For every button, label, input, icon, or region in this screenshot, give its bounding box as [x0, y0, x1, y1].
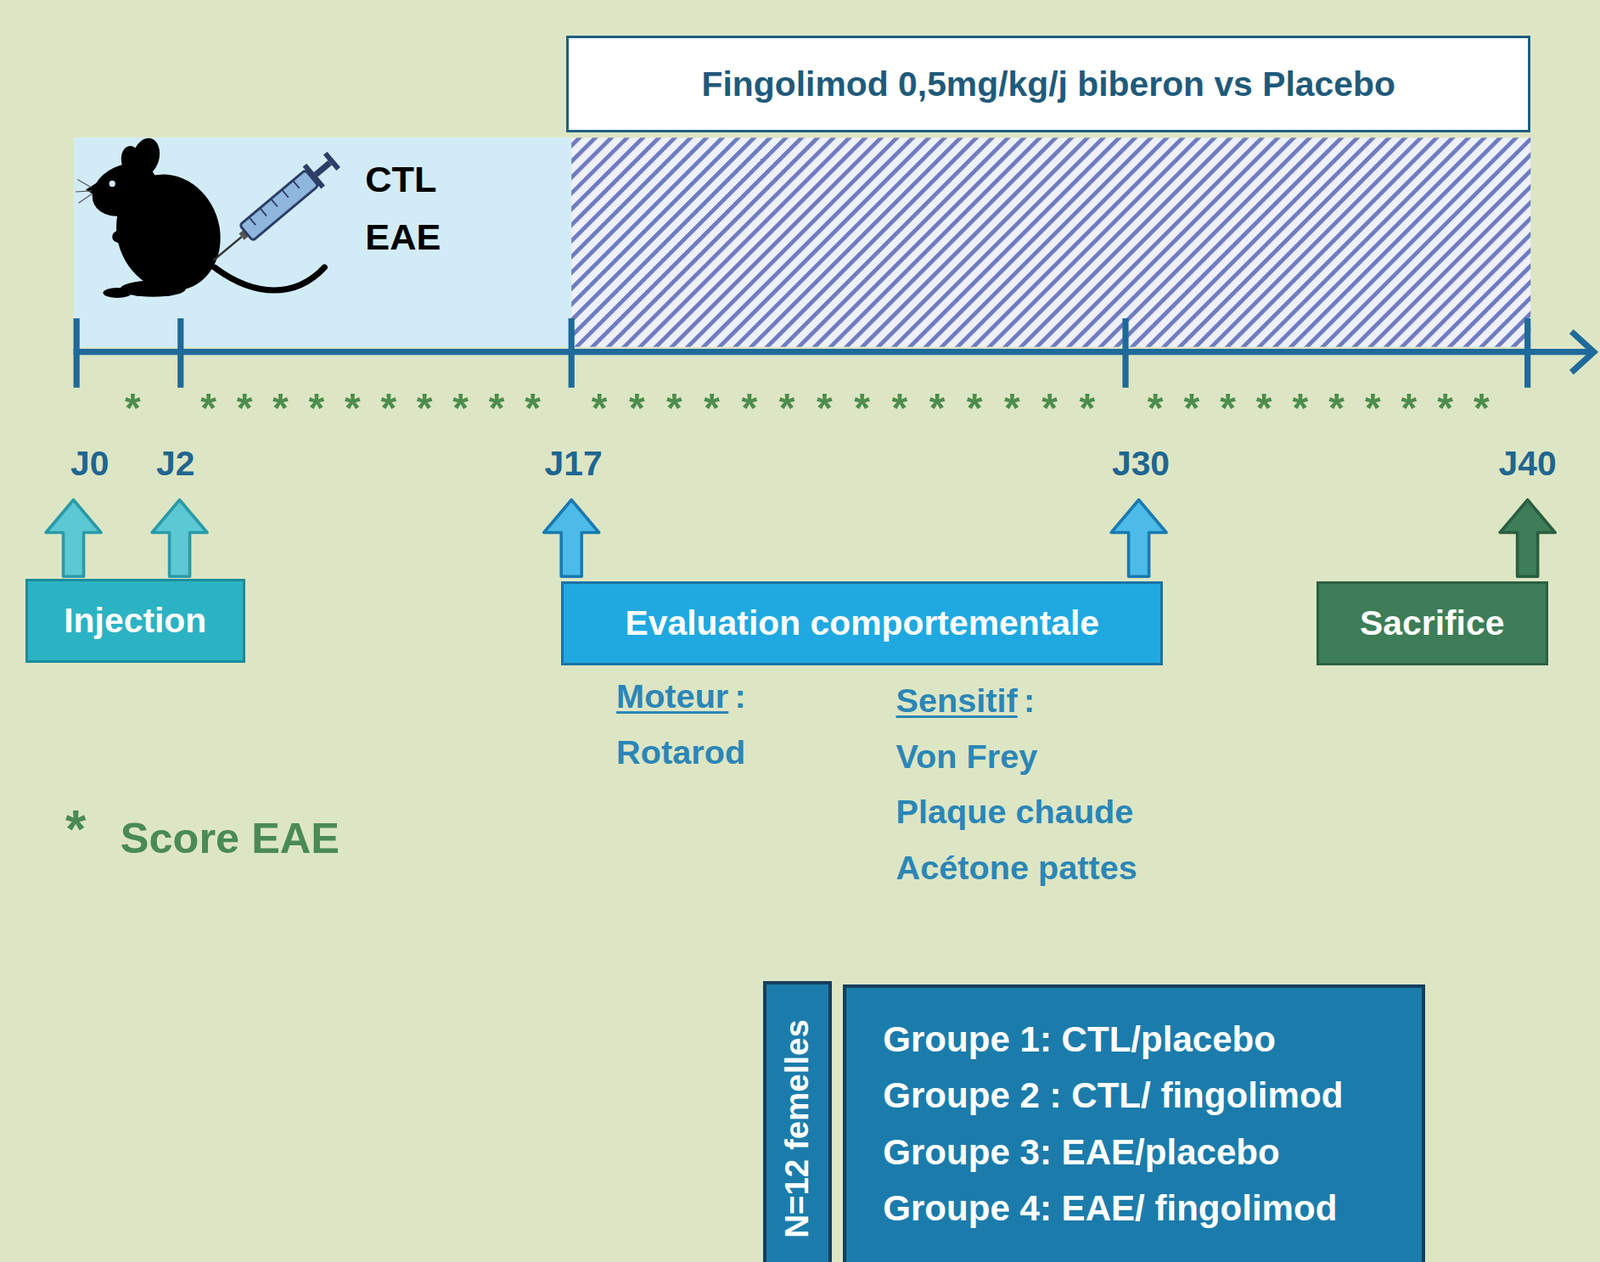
syringe-icon	[292, 180, 300, 189]
day-label: J40	[1498, 443, 1557, 485]
node-text: Groupe 2 : CTL/ fingolimod	[882, 1070, 1343, 1122]
up-arrow	[544, 499, 600, 577]
step-box: Sacrifice	[1316, 581, 1549, 666]
node-text: Fingolimod 0,5mg/kg/j biberon vs Placebo	[701, 63, 1396, 106]
syringe-icon	[270, 198, 278, 207]
day-label: J2	[156, 443, 195, 485]
up-arrow	[151, 499, 208, 577]
mouse-illustration	[85, 179, 102, 201]
node-text: Injection	[63, 600, 207, 642]
day-label: J17	[544, 443, 603, 485]
score-mark: **********	[200, 383, 561, 433]
day-label: J30	[1111, 443, 1170, 485]
step-box: Evaluation comportementale	[561, 581, 1163, 666]
mouse-illustration	[118, 144, 145, 179]
mouse-illustration	[75, 190, 92, 192]
day-label: J0	[70, 443, 109, 485]
mouse-illustration	[213, 267, 325, 291]
mouse-illustration	[84, 153, 166, 227]
syringe-icon	[248, 217, 256, 225]
syringe-icon	[259, 207, 267, 216]
syringe-icon	[314, 160, 332, 177]
score-mark: **************	[591, 383, 1118, 433]
mouse-illustration	[109, 180, 116, 187]
mouse-illustration	[112, 229, 133, 244]
timeline-tick	[73, 318, 80, 388]
test-name: Von Frey	[896, 736, 1039, 778]
mouse-illustration	[102, 287, 132, 298]
syringe-icon	[239, 169, 319, 241]
node-text: Groupe 3: EAE/placebo	[882, 1127, 1280, 1179]
syringe-icon	[303, 163, 326, 190]
node-text: Groupe 4: EAE/ fingolimod	[882, 1183, 1337, 1235]
timeline-tick	[568, 318, 575, 388]
test-name: Acétone pattes	[896, 847, 1138, 889]
sample-size-box: N=12 femelles	[763, 981, 832, 1262]
mouse-illustration	[77, 179, 92, 189]
timeline-tick	[76, 318, 1528, 388]
timeline-axis	[1571, 331, 1594, 373]
mouse-illustration	[128, 134, 164, 180]
syringe-icon	[204, 148, 343, 272]
group-list-box: Groupe 1: CTL/placeboGroupe 2 : CTL/ fin…	[842, 984, 1426, 1262]
test-heading: :	[735, 676, 747, 718]
syringe-icon	[281, 189, 289, 197]
group-band: CTL EAE	[73, 137, 573, 347]
test-heading: :	[1023, 680, 1035, 722]
timeline-tick	[1524, 318, 1531, 388]
mouse-illustration	[120, 280, 186, 298]
legend-text: Score EAE	[120, 813, 340, 865]
timeline-axis	[73, 331, 1595, 373]
score-mark: *	[124, 383, 141, 433]
node-text: Sacrifice	[1359, 602, 1505, 645]
treatment-box: Fingolimod 0,5mg/kg/j biberon vs Placebo	[566, 35, 1531, 133]
up-arrow	[45, 499, 102, 577]
timeline-axis	[73, 348, 1593, 355]
syringe-icon	[238, 230, 249, 241]
test-heading: Sensitif	[896, 680, 1018, 722]
up-arrow	[1499, 499, 1556, 577]
treatment-hatch	[571, 137, 1531, 347]
timeline-tick	[1122, 318, 1129, 388]
legend-mark: *	[65, 797, 86, 861]
mouse-illustration	[75, 134, 325, 306]
node-text: Groupe 1: CTL/placebo	[882, 1014, 1276, 1066]
node-text: N=12 femelles	[779, 1019, 815, 1239]
test-name: Plaque chaude	[896, 791, 1135, 833]
syringe-icon	[323, 151, 341, 171]
step-box: Injection	[25, 578, 245, 664]
node-text: CTL EAE	[364, 150, 441, 267]
syringe-icon	[248, 180, 299, 225]
test-heading: Moteur	[616, 676, 729, 718]
up-arrow	[1111, 499, 1167, 577]
mouse-illustration	[78, 193, 93, 203]
mouse-illustration	[100, 159, 237, 306]
timeline-tick	[177, 318, 184, 388]
node-text: Evaluation comportementale	[625, 602, 1101, 645]
test-name: Rotarod	[616, 732, 746, 774]
score-mark: **********	[1147, 383, 1511, 433]
up-arrow	[45, 499, 1556, 577]
syringe-icon	[213, 236, 242, 261]
